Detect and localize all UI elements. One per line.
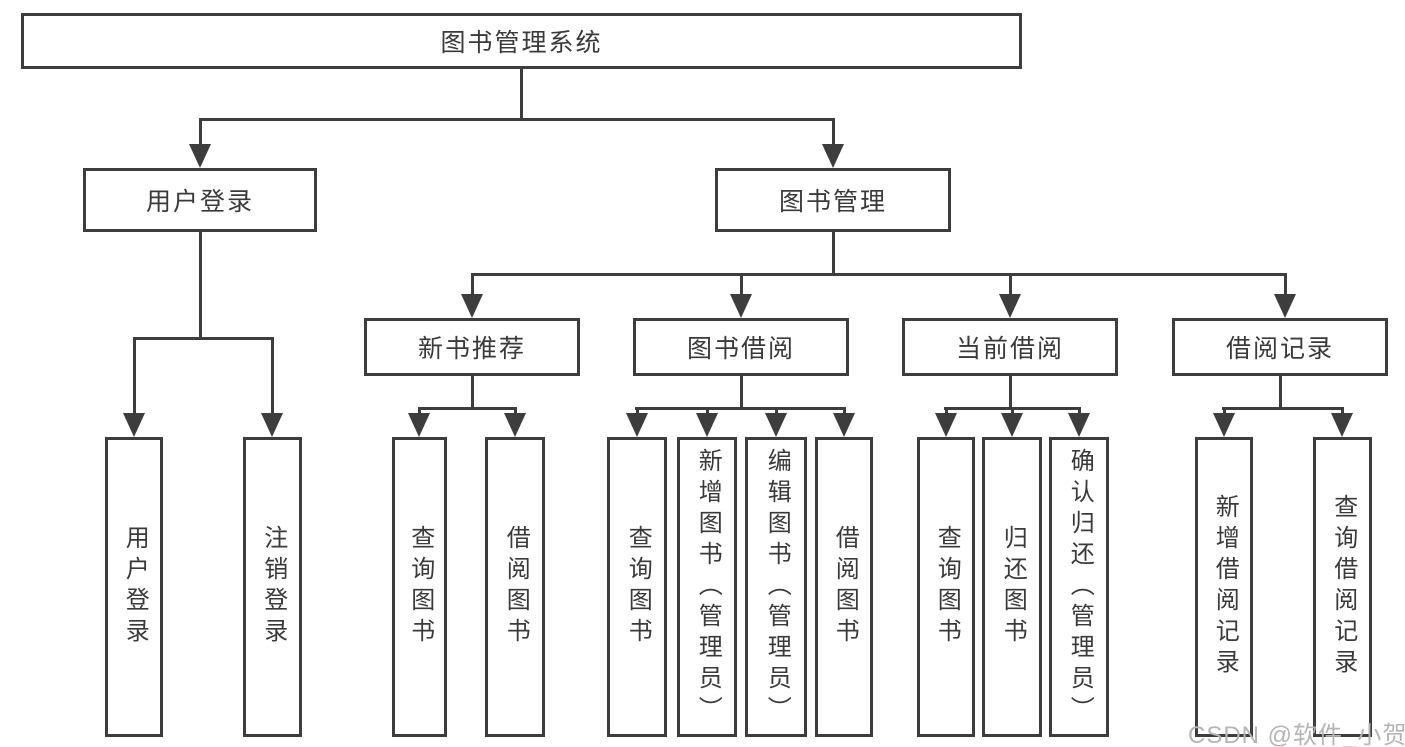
leaf-add-book-admin: 新增图书（管理员） [677, 437, 737, 737]
arrow-down-icon [999, 273, 1021, 318]
arrow-down-icon [1274, 273, 1296, 318]
node-label: 图书管理系统 [440, 29, 603, 57]
arrow-down-icon [1068, 407, 1090, 437]
node-borrow-record: 借阅记录 [1172, 318, 1388, 376]
node-label: 用户登录 [145, 188, 254, 216]
node-label: 图书管理 [778, 188, 887, 216]
leaf-logout: 注销登录 [243, 437, 302, 737]
node-label: 查询图书 [933, 525, 961, 649]
leaf-query-books-current: 查询图书 [917, 437, 975, 737]
node-book-management: 图书管理 [715, 168, 951, 232]
node-label: 图书借阅 [686, 335, 795, 363]
arrow-down-icon [123, 337, 145, 437]
arrow-down-icon [935, 407, 957, 437]
arrow-down-icon [461, 273, 483, 318]
leaf-user-login: 用户登录 [105, 437, 163, 737]
arrow-down-icon [408, 407, 430, 437]
arrow-down-icon [1331, 407, 1353, 437]
node-book-borrow: 图书借阅 [633, 318, 849, 376]
node-label: 查询借阅记录 [1329, 494, 1357, 680]
node-label: 查询图书 [406, 525, 434, 649]
node-label: 新书推荐 [417, 335, 526, 363]
node-new-book-recommend: 新书推荐 [364, 318, 580, 376]
connector-root-stub [520, 68, 523, 118]
arrow-down-icon [626, 407, 648, 437]
arrow-down-icon [833, 407, 855, 437]
leaf-query-books-borrow: 查询图书 [607, 437, 667, 737]
connector-groupA-hline [418, 407, 517, 410]
node-label: 新增图书（管理员） [694, 447, 722, 727]
leaf-borrow-books-recommend: 借阅图书 [485, 437, 545, 737]
node-label: 查询图书 [624, 525, 652, 649]
node-current-borrow: 当前借阅 [902, 318, 1118, 376]
arrow-down-icon [822, 118, 844, 168]
connector-level2-hline [471, 273, 1287, 276]
node-label: 借阅图书 [502, 525, 530, 649]
connector-groupC-stub [1009, 375, 1012, 407]
node-label: 当前借阅 [955, 335, 1064, 363]
connector-groupB-hline [635, 407, 846, 410]
csdn-watermark: CSDN @软件_小贺同学 [1188, 722, 1405, 747]
connector-level1-hline [199, 118, 835, 121]
arrow-down-icon [765, 407, 787, 437]
node-label: 注销登录 [259, 525, 287, 649]
arrow-down-icon [189, 118, 211, 168]
arrow-down-icon [730, 273, 752, 318]
leaf-add-borrow-record: 新增借阅记录 [1195, 437, 1253, 737]
arrow-down-icon [1001, 407, 1023, 437]
connector-groupB-stub [740, 375, 743, 407]
connector-user-login-stub [199, 232, 202, 337]
arrow-down-icon [261, 337, 283, 437]
node-label: 确认归还（管理员） [1066, 447, 1094, 727]
node-label: 新增借阅记录 [1211, 494, 1239, 680]
leaf-return-book: 归还图书 [982, 437, 1042, 737]
node-label: 归还图书 [999, 525, 1027, 649]
connector-groupD-hline [1222, 407, 1344, 410]
node-library-management-system: 图书管理系统 [21, 13, 1022, 69]
connector-groupA-stub [471, 375, 474, 407]
leaf-edit-book-admin: 编辑图书（管理员） [745, 437, 807, 737]
leaf-confirm-return-admin: 确认归还（管理员） [1049, 437, 1109, 737]
leaf-query-books-recommend: 查询图书 [392, 437, 447, 737]
arrow-down-icon [696, 407, 718, 437]
leaf-borrow-books: 借阅图书 [815, 437, 873, 737]
arrow-down-icon [1213, 407, 1235, 437]
connector-book-management-stub [832, 232, 835, 273]
node-label: 用户登录 [121, 525, 149, 649]
leaf-query-borrow-record: 查询借阅记录 [1313, 437, 1372, 737]
node-label: 借阅图书 [831, 525, 859, 649]
arrow-down-icon [504, 407, 526, 437]
node-label: 借阅记录 [1225, 335, 1334, 363]
node-label: 编辑图书（管理员） [763, 447, 791, 727]
connector-user-login-hline [133, 337, 274, 340]
connector-groupD-stub [1279, 375, 1282, 407]
node-user-login: 用户登录 [83, 168, 317, 232]
